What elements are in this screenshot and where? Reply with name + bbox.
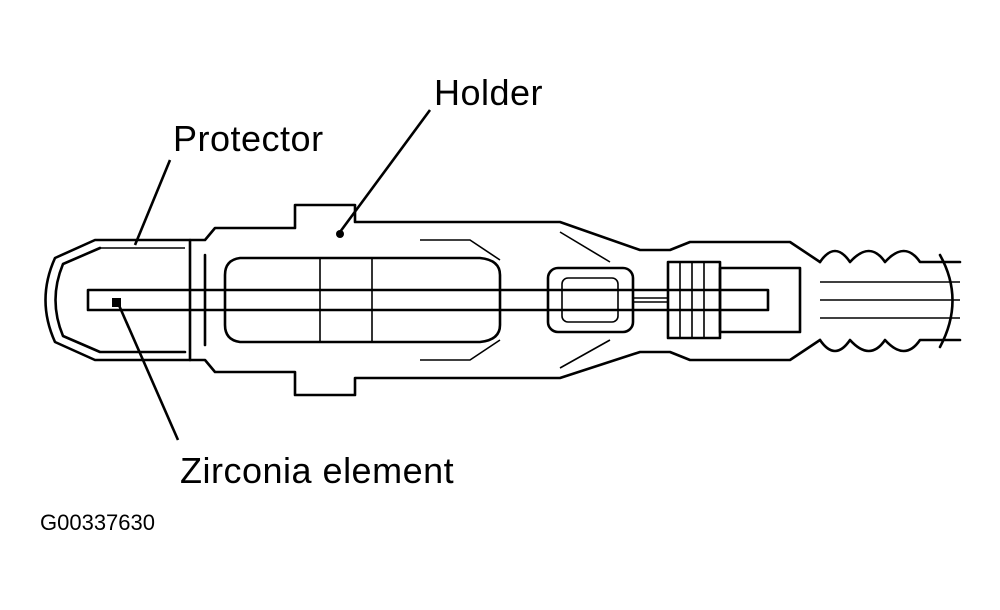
sensor-body <box>188 203 822 397</box>
zirconia-element-shape <box>86 288 770 312</box>
holder-leader-line <box>338 109 432 233</box>
protector-shape <box>44 238 192 362</box>
cable-boot <box>818 249 962 353</box>
holder-leader-dot <box>336 230 344 238</box>
zirconia-element-label: Zirconia element <box>180 450 455 491</box>
protector-leader-line <box>133 159 172 246</box>
figure-id: G00337630 <box>40 510 155 535</box>
protector-label: Protector <box>173 118 324 159</box>
zirconia-leader-dot <box>112 298 121 307</box>
holder-label: Holder <box>434 72 544 113</box>
zirconia-leader-line <box>116 302 180 441</box>
